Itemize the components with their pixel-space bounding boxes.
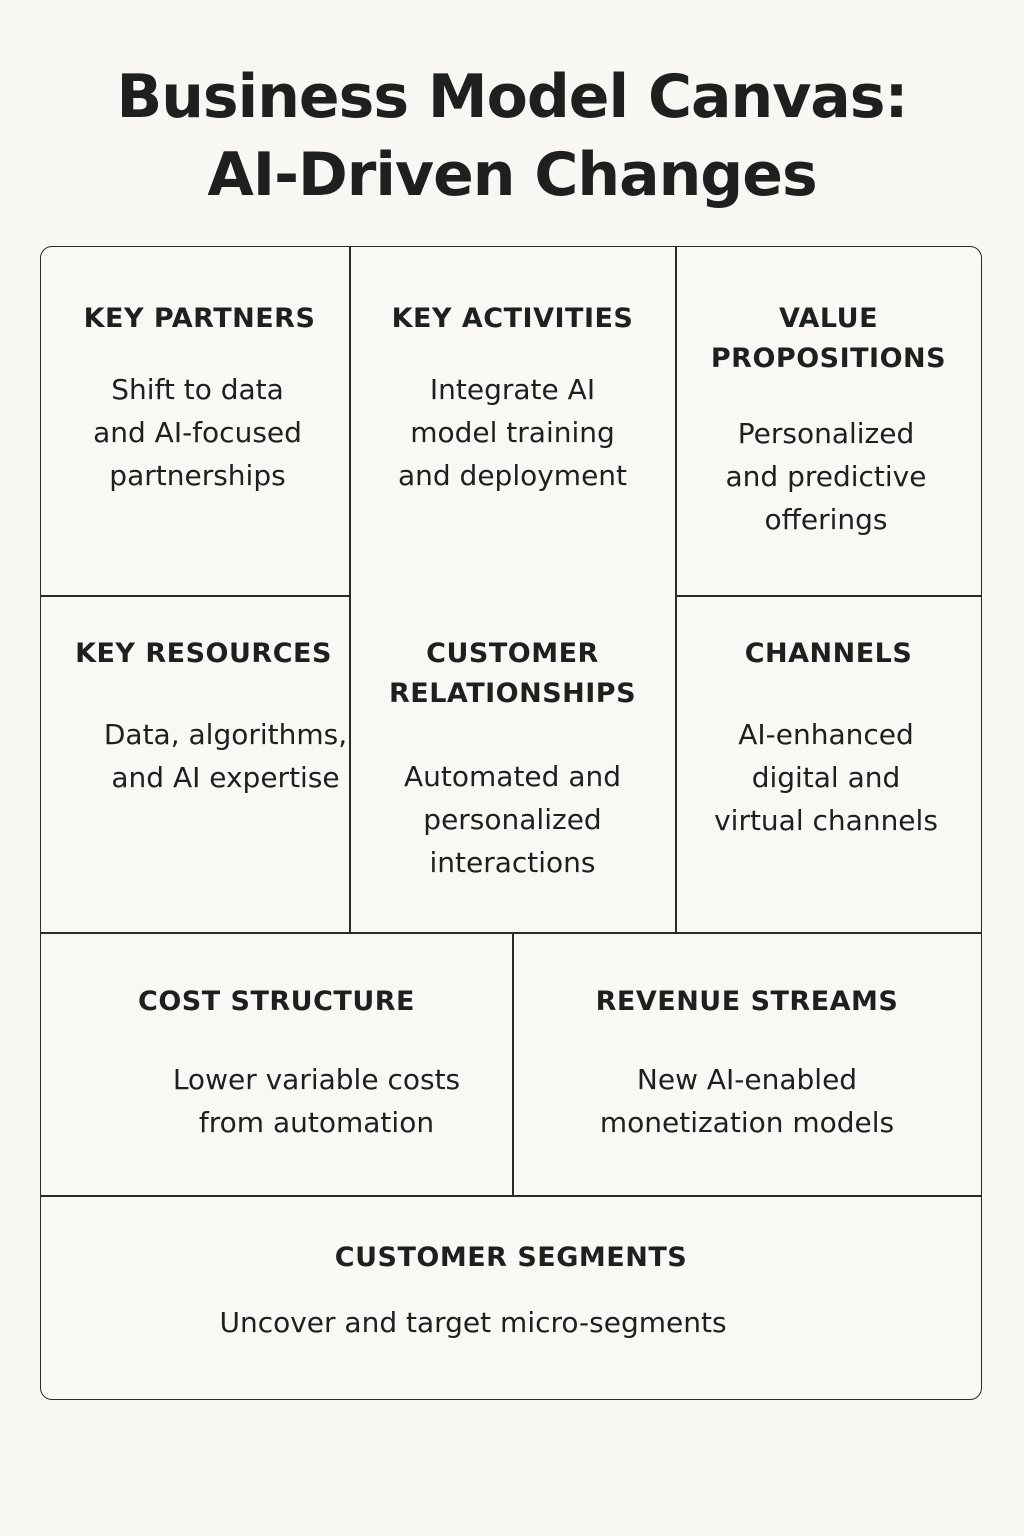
page-title-line-1: Business Model Canvas: <box>116 62 908 132</box>
page-title: Business Model Canvas: AI-Driven Changes <box>0 58 1024 214</box>
divider-vertical-right <box>675 247 677 933</box>
key-resources-heading: KEY RESOURCES <box>75 638 332 669</box>
channels-heading: CHANNELS <box>744 638 913 669</box>
revenue-streams-text: New AI-enabled monetization models <box>599 1063 895 1139</box>
cost-structure-text: Lower variable costs from automation <box>172 1063 461 1139</box>
business-model-canvas: KEY PARTNERS Shift to data and AI-focuse… <box>40 246 982 1400</box>
key-partners-heading: KEY PARTNERS <box>83 303 316 334</box>
divider-horizontal-lower-bottom <box>41 1195 981 1197</box>
block-cost-structure: COST STRUCTURE Lower variable costs from… <box>41 933 512 1195</box>
block-key-resources: KEY RESOURCES Data, algorithms, and AI e… <box>41 596 350 932</box>
block-key-activities: KEY ACTIVITIES Integrate AI model traini… <box>350 247 675 595</box>
key-partners-text: Shift to data and AI-focused partnership… <box>93 373 302 492</box>
cost-structure-heading: COST STRUCTURE <box>138 986 415 1017</box>
customer-relationships-text: Automated and personalized interactions <box>404 760 621 879</box>
block-key-partners: KEY PARTNERS Shift to data and AI-focuse… <box>41 247 350 595</box>
block-customer-segments: CUSTOMER SEGMENTS Uncover and target mic… <box>41 1196 981 1399</box>
divider-vertical-bottom <box>512 932 514 1196</box>
customer-relationships-heading: CUSTOMER RELATIONSHIPS <box>388 638 637 709</box>
key-activities-heading: KEY ACTIVITIES <box>391 303 634 334</box>
key-resources-text: Data, algorithms, and AI expertise <box>103 718 348 794</box>
page-title-line-2: AI-Driven Changes <box>207 140 817 210</box>
divider-vertical-left <box>349 247 351 933</box>
divider-horizontal-upper-bottom <box>41 932 981 934</box>
divider-horizontal-right-middle <box>675 595 981 597</box>
channels-text: AI-enhanced digital and virtual channels <box>714 718 938 837</box>
customer-segments-heading: CUSTOMER SEGMENTS <box>334 1242 688 1273</box>
customer-segments-text: Uncover and target micro-segments <box>219 1306 727 1339</box>
divider-horizontal-left-middle <box>41 595 350 597</box>
revenue-streams-heading: REVENUE STREAMS <box>595 986 899 1017</box>
value-propositions-text: Personalized and predictive offerings <box>725 417 927 536</box>
block-channels: CHANNELS AI-enhanced digital and virtual… <box>676 596 981 932</box>
key-activities-text: Integrate AI model training and deployme… <box>397 373 628 492</box>
block-customer-relationships: CUSTOMER RELATIONSHIPS Automated and per… <box>350 596 675 932</box>
block-value-propositions: VALUE PROPOSITIONS Personalized and pred… <box>676 247 981 595</box>
value-propositions-heading: VALUE PROPOSITIONS <box>710 303 947 374</box>
block-revenue-streams: REVENUE STREAMS New AI-enabled monetizat… <box>513 933 981 1195</box>
